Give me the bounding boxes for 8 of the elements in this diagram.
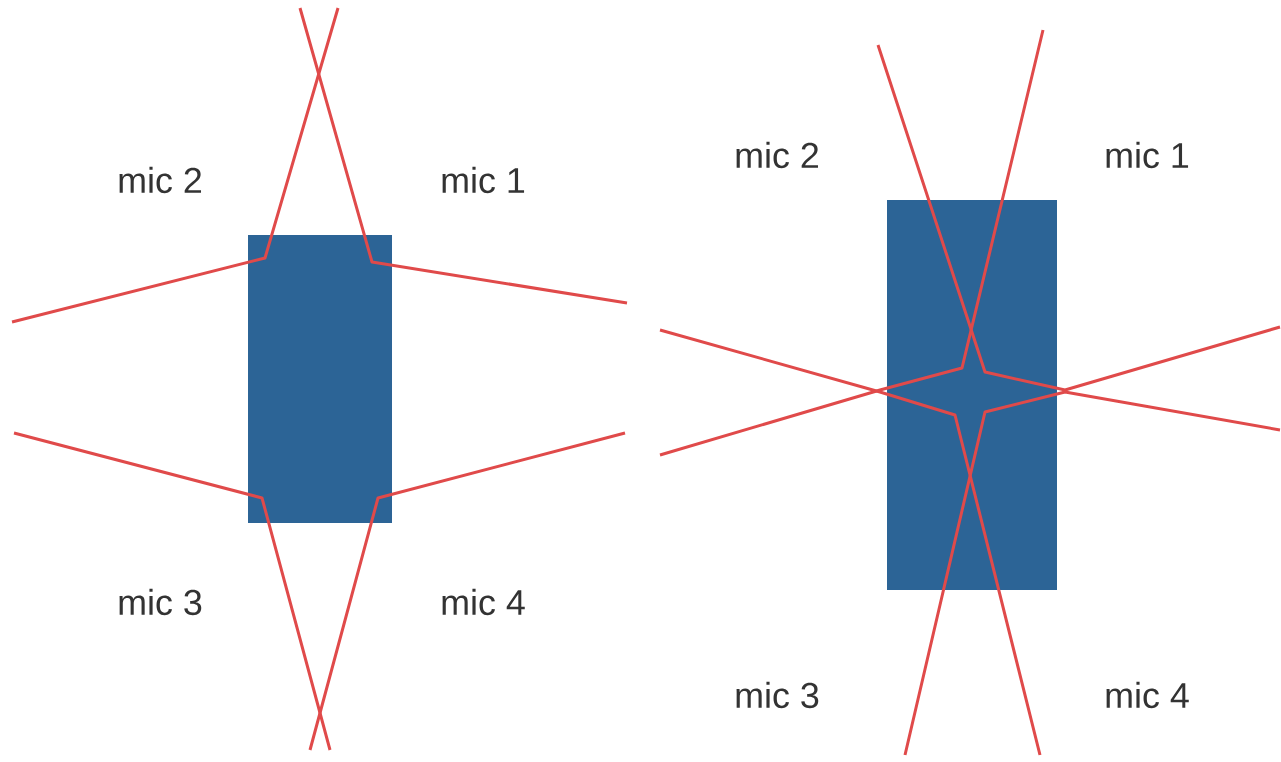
mic-label: mic 4	[442, 588, 525, 616]
mic-label: mic 4	[1106, 681, 1189, 709]
mic-label: mic 1	[1106, 141, 1189, 169]
mic-label: mic 2	[119, 166, 201, 194]
mic-label: mic 2	[736, 141, 818, 169]
mic-label: mic 1	[442, 166, 525, 194]
mic-label: mic 3	[736, 681, 819, 709]
mic-label: mic 3	[119, 588, 202, 616]
